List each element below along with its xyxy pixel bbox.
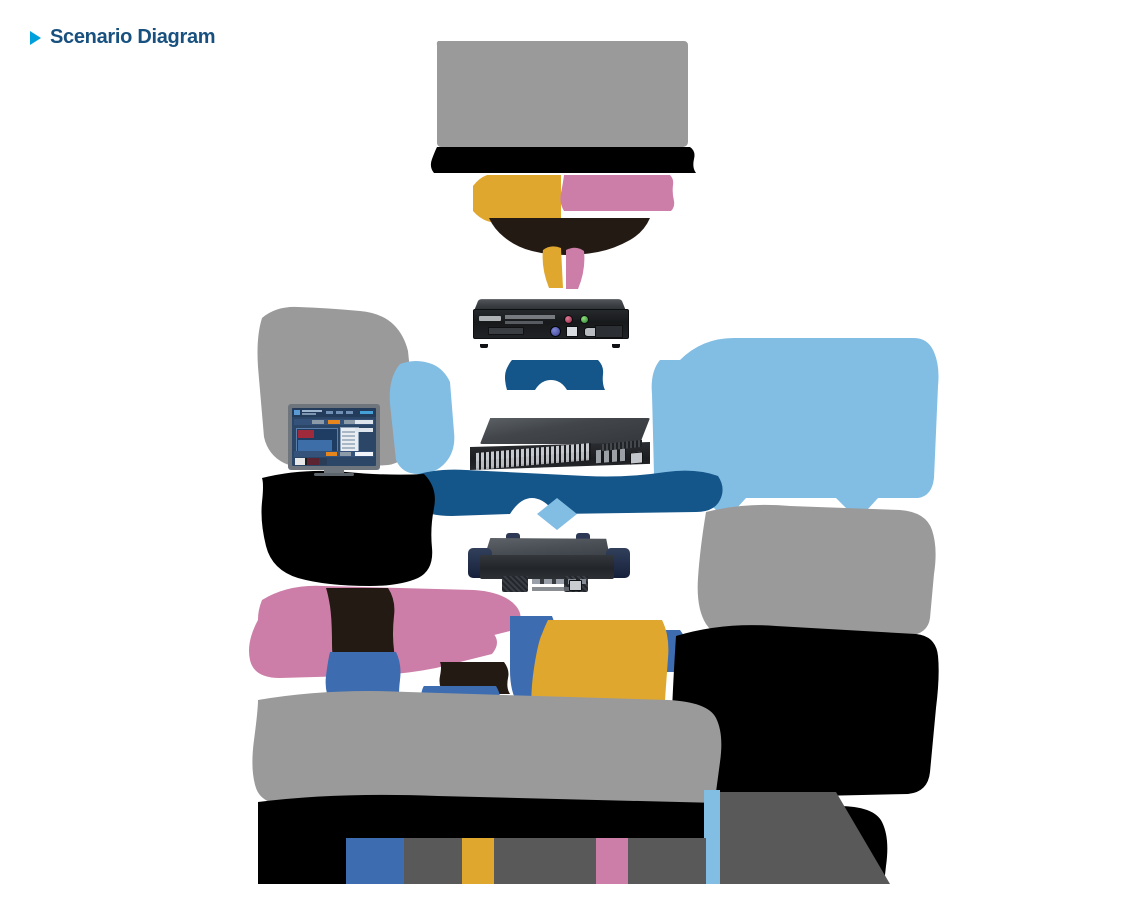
receiver-top-cover — [484, 538, 610, 558]
receiver-front-panel — [480, 555, 614, 592]
bottom-button — [340, 452, 351, 456]
redaction-darkblue-mid-band — [407, 469, 723, 516]
device-foot-right — [612, 344, 620, 348]
status-led-panel — [595, 325, 623, 338]
ps2-port-icon — [550, 326, 561, 337]
toolbar-button-2 — [344, 420, 356, 424]
receiver-usb-port-icon — [569, 580, 582, 591]
model-sub-label-line — [505, 321, 543, 324]
redaction-chip-darkgray-1 — [404, 838, 462, 884]
redaction-gray-bottom-band — [252, 691, 722, 806]
page-header: Scenario Diagram — [30, 26, 216, 49]
toolbar-button-1 — [312, 420, 324, 424]
toolbar-field — [355, 420, 373, 424]
redaction-chip-darkgray-3 — [628, 838, 706, 884]
software-subtitle-line — [302, 413, 316, 415]
monitor-screen — [292, 408, 376, 466]
monitor-stand-neck — [324, 470, 344, 474]
software-thumbnail-strip — [295, 458, 327, 465]
side-panel-row — [342, 447, 355, 449]
redaction-pink-drop — [566, 247, 585, 289]
software-tab-row — [326, 411, 356, 414]
side-panel-row — [342, 431, 355, 433]
kvm-over-ip-switch-device — [470, 296, 630, 348]
device-front-panel — [473, 309, 629, 339]
audio-line-jack-icon — [580, 315, 589, 324]
redaction-gray-right-mid — [697, 504, 936, 640]
switch-top-cover — [480, 418, 650, 444]
model-label-line — [505, 315, 555, 319]
software-input-field — [355, 428, 373, 432]
monitor-stand-base — [314, 473, 354, 476]
redaction-amber-drop — [542, 246, 563, 288]
redaction-darkblue-upper-center — [505, 360, 605, 390]
receiver-mesh-left — [502, 576, 528, 592]
redaction-lightblue-right-large — [651, 338, 939, 520]
redaction-top-black-band — [430, 147, 696, 173]
bottom-active-button — [326, 452, 337, 456]
network-switch-device — [430, 418, 658, 480]
redaction-pink-right — [560, 175, 675, 211]
redaction-chip-darkgray-2 — [494, 838, 596, 884]
redaction-darkgray-bottom-right — [716, 792, 890, 884]
redaction-amber-left — [455, 175, 561, 224]
management-console-monitor — [288, 404, 380, 476]
preview-window-blue — [298, 440, 332, 451]
receiver-model-label — [532, 587, 580, 591]
redaction-lightblue-diamond — [537, 498, 577, 530]
kvm-over-ip-receiver-device — [468, 533, 630, 592]
triangle-right-icon — [30, 30, 41, 45]
side-panel-row — [342, 443, 355, 445]
redaction-top-gray-panel — [436, 41, 688, 147]
software-logo-icon — [294, 410, 300, 415]
usb-port-icon — [566, 326, 578, 337]
receiver-button-row — [532, 579, 586, 584]
card-slot — [488, 327, 524, 335]
redaction-chip-amber-1 — [462, 838, 494, 884]
redaction-chip-pink-1 — [596, 838, 628, 884]
redaction-lightblue-left — [389, 361, 455, 474]
redaction-brown-funnel — [473, 218, 650, 255]
toolbar-active-button — [328, 420, 340, 424]
receiver-antenna-tab-left — [506, 533, 520, 540]
side-panel-row — [342, 435, 355, 437]
page-title: Scenario Diagram — [50, 26, 216, 48]
redaction-chip-blue-1 — [346, 838, 404, 884]
device-foot-left — [480, 344, 488, 348]
redaction-lightblue-bottom-sliver — [704, 790, 720, 884]
bottom-field — [355, 452, 373, 456]
software-brand-mark — [360, 411, 373, 414]
receiver-antenna-tab-right — [576, 533, 590, 540]
side-panel-row — [342, 439, 355, 441]
software-title-line — [302, 410, 322, 412]
redaction-black-right-lower — [671, 625, 939, 798]
aten-brand-mark — [479, 316, 501, 321]
management-port — [630, 451, 643, 465]
preview-window-red — [298, 430, 314, 438]
redaction-black-left-mid — [261, 470, 435, 586]
audio-mic-jack-icon — [564, 315, 573, 324]
